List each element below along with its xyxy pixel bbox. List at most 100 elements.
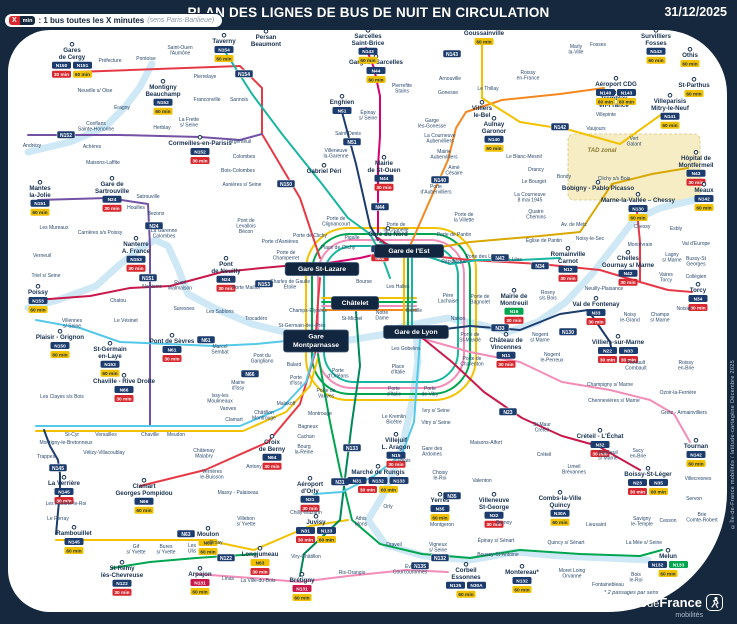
station-line-badge-label: N143 (621, 90, 633, 96)
station-dot (653, 30, 659, 33)
station-line-badge (694, 195, 714, 202)
station-dot (511, 288, 517, 293)
line-number-badge-label: N145 (52, 466, 64, 472)
station-frequency-badge (214, 55, 234, 62)
station-label: Av. de Metz (561, 222, 587, 228)
line-number-badge-label: N33 (495, 326, 504, 332)
station-label: Les Halles (386, 284, 410, 290)
station-frequency-badge-label: 30 min (164, 356, 179, 362)
station-line-badge (250, 559, 270, 566)
station-frequency-badge (300, 504, 320, 512)
hub-station-box (383, 325, 449, 339)
station-label: Marne-la-Vallée – Chessy (601, 197, 676, 204)
station-line-badge-label: N151 (34, 201, 46, 207)
station-frequency-badge-label: 60 min (648, 58, 663, 64)
line-number-badge (530, 261, 550, 270)
station-frequency-badge-label: 60 min (458, 592, 473, 598)
station-frequency-badge-label: 30 min (264, 464, 279, 470)
line-number-badge-label: N31 (335, 480, 344, 486)
station-label: Viry-Châtillon (291, 554, 321, 560)
line-number-badge (550, 122, 570, 131)
station-line-badge-label: N150 (56, 63, 68, 69)
legend-text: : 1 bus toutes les X minutes (38, 16, 145, 25)
bus-line (43, 429, 61, 535)
station-label: Enghien (330, 99, 355, 106)
station-frequency-badge (50, 351, 70, 358)
station-frequency-badge (262, 462, 282, 470)
station-frequency-badge (649, 488, 668, 495)
station-dot (141, 478, 147, 483)
station-dot (463, 562, 469, 567)
legend-min: min (19, 16, 36, 25)
line-number-badge (138, 273, 158, 282)
station-label: Achères (83, 144, 102, 150)
line-number-badge (442, 491, 462, 500)
station-frequency-badge (496, 360, 516, 368)
station-frequency-badge (216, 284, 236, 292)
station-frequency-badge-label: 60 min (598, 99, 613, 105)
station-line-badge-label: N33 (624, 348, 633, 354)
line-number-badge (442, 49, 462, 58)
station-frequency-badge-label: 60 min (294, 595, 309, 601)
station-dot (263, 30, 269, 34)
station-label: Le Blanc-Mesnil (506, 154, 542, 160)
station-frequency-badge-label: 30 min (688, 180, 703, 186)
hub-station-label: Gare de l'Est (388, 248, 430, 255)
station-frequency-badge (358, 56, 378, 64)
idf-mobilites-logo: îledeFrance mobilités (633, 594, 723, 619)
station-frequency-badge (628, 214, 648, 221)
station-label: Chaville - Rive Droite (93, 378, 155, 385)
date-label: 31/12/2025 (664, 5, 727, 19)
hub-station-box (330, 296, 379, 310)
station-label: Balard (287, 362, 302, 368)
station-label: Montévrain (628, 242, 653, 248)
station-frequency-badge (619, 356, 638, 363)
bus-line (317, 353, 663, 559)
station-label: Brunoy (496, 520, 512, 526)
station-line-badge-label: N44 (380, 176, 389, 182)
station-frequency-badge (250, 568, 270, 575)
station-label: Chessy (634, 224, 651, 230)
station-dot (615, 334, 621, 339)
station-label: Suresnes (173, 306, 195, 312)
station-label: Andrésy (23, 143, 42, 149)
station-label: Val de Fontenay (572, 301, 620, 308)
station-line-badge (50, 342, 70, 349)
station-line-badge-label: N145 (58, 489, 70, 495)
station-frequency-badge-label: 60 min (319, 537, 334, 543)
line-number-badge (144, 221, 164, 230)
hub-station-label: Gare de Lyon (394, 329, 437, 336)
station-label: Yerres (431, 497, 450, 504)
station-frequency-badge-label: 60 min (514, 587, 529, 593)
station-dot (221, 33, 227, 38)
station-frequency-badge-label: 30 min (192, 158, 207, 164)
line-number-badge (234, 69, 254, 78)
station-line-badge-label: N153 (104, 362, 116, 368)
bus-line (35, 263, 307, 301)
station-frequency-badge (586, 318, 606, 325)
